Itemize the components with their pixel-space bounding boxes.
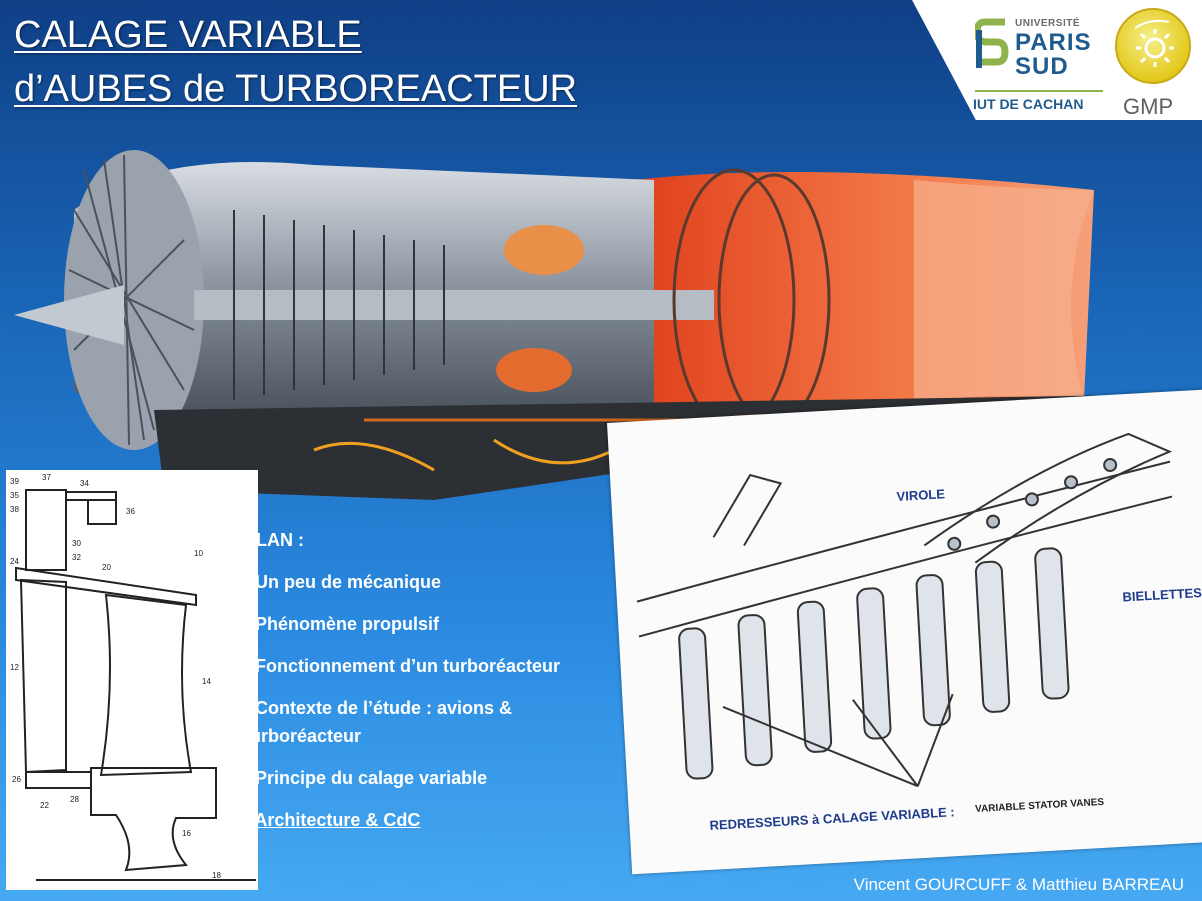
label-virole: VIROLE [896,486,946,504]
svg-text:18: 18 [212,871,221,880]
gmp-label: GMP [1123,94,1174,119]
svg-text:28: 28 [70,795,79,804]
svg-text:20: 20 [102,563,111,572]
svg-text:32: 32 [72,553,81,562]
svg-text:38: 38 [10,505,19,514]
plan-item: - Phénomène propulsif [244,614,440,634]
department-label: IUT DE CACHAN [973,96,1084,112]
svg-text:39: 39 [10,477,19,486]
plan-heading: PLAN : [244,530,304,550]
svg-text:24: 24 [10,557,19,566]
slide-authors: Vincent GOURCUFF & Matthieu BARREAU [853,875,1184,894]
gmp-logo: GMP [1115,8,1195,120]
plan-item: - Fonctionnement d’un turboréacteur [244,656,561,676]
slide-title-line-1: CALAGE VARIABLE [14,14,362,56]
svg-text:22: 22 [40,801,49,810]
svg-text:35: 35 [10,491,19,500]
slide-title-line-2: d’AUBES de TURBOREACTEUR [14,68,578,110]
variable-stator-vanes-figure: VIROLE BIELLETTES REDRESSEURS à CALAGE V… [607,387,1202,875]
svg-text:14: 14 [202,677,211,686]
stator-vanes-drawing [636,432,1173,788]
svg-text:37: 37 [42,473,51,482]
university-name-1: PARIS [1015,29,1092,56]
svg-text:36: 36 [126,507,135,516]
plan-outline: PLAN : - Un peu de mécanique - Phénomène… [244,530,604,848]
plan-item: - Principe du calage variable [244,768,488,788]
gmp-gear-emblem-icon [1115,8,1191,84]
plan-item: - Contexte de l’étude : avions & turboré… [244,698,513,746]
university-name-2: SUD [1015,53,1069,80]
plan-item-last: - Architecture & CdC [244,810,421,830]
svg-text:12: 12 [10,663,19,672]
svg-text:16: 16 [182,829,191,838]
plan-item: - Un peu de mécanique [244,572,442,592]
university-label: UNIVERSITÉ [1015,18,1081,29]
logo-divider [975,90,1103,92]
university-logo: UNIVERSITÉ PARIS SUD IUT DE CACHAN [973,12,1110,112]
variable-vane-patent-drawing: 39 37 34 35 38 36 30 32 24 20 10 12 14 2… [6,470,258,890]
university-s-icon [975,18,1009,68]
svg-text:10: 10 [194,549,203,558]
svg-text:34: 34 [80,479,89,488]
svg-text:30: 30 [72,539,81,548]
svg-text:26: 26 [12,775,21,784]
